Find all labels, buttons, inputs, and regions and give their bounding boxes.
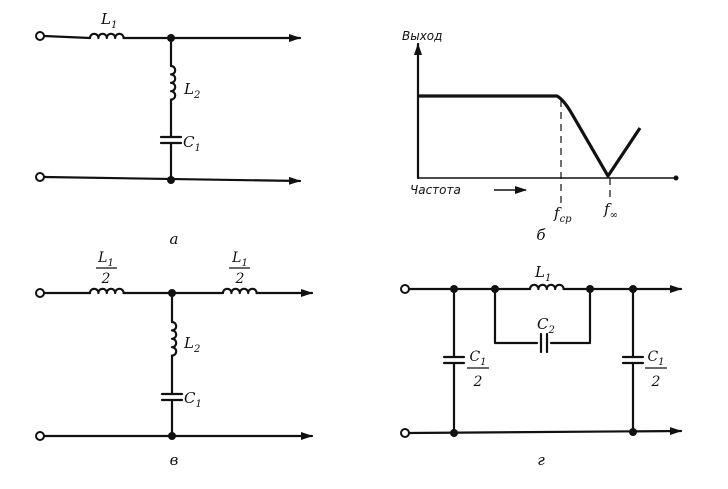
label-f-cutoff: fср — [553, 204, 572, 225]
svg-text:L1: L1 — [97, 250, 114, 269]
input-terminal-bottom — [35, 431, 45, 441]
capacitor-c2 — [539, 332, 549, 354]
panel-g: L1 C2 C1 2 C1 2 г — [400, 263, 683, 469]
label-c1: C1 — [184, 389, 202, 410]
label-c1-half-left: C1 2 — [467, 349, 489, 390]
input-terminal-bottom — [35, 172, 45, 182]
panel-a: L1 L2 C1 а — [35, 10, 302, 248]
label-l1-half-right: L1 2 — [229, 250, 250, 287]
svg-text:2: 2 — [235, 271, 245, 287]
y-axis-label: Выход — [402, 29, 442, 43]
svg-text:C1: C1 — [469, 349, 486, 368]
label-c2: C2 — [537, 315, 555, 336]
panel-b: Выход Частота fср f∞ б — [402, 29, 679, 244]
x-axis-end-dot — [673, 175, 679, 181]
svg-text:2: 2 — [101, 271, 111, 287]
inductor-l1-half-right — [221, 287, 258, 295]
svg-text:2: 2 — [651, 374, 661, 390]
x-axis-label: Частота — [410, 183, 461, 197]
inductor-l1 — [88, 32, 125, 40]
input-terminal-top — [400, 284, 410, 294]
svg-text:L1: L1 — [231, 250, 248, 269]
wire — [493, 287, 539, 345]
inductor-l1 — [528, 283, 565, 291]
label-l2: L2 — [183, 80, 200, 101]
input-terminal-top — [35, 288, 45, 298]
label-f-infinity: f∞ — [603, 200, 618, 221]
svg-text:2: 2 — [473, 374, 483, 390]
caption-a: а — [170, 230, 179, 248]
label-l1-half-left: L1 2 — [96, 250, 117, 287]
inductor-l2 — [169, 64, 177, 101]
panel-v: L1 2 L1 2 L2 C1 в — [35, 250, 314, 469]
label-l1: L1 — [534, 263, 551, 284]
label-l2: L2 — [183, 334, 200, 355]
caption-g: г — [537, 451, 545, 469]
inductor-l2 — [170, 320, 178, 357]
wire — [549, 287, 592, 345]
label-l1: L1 — [100, 10, 117, 31]
svg-text:C1: C1 — [647, 349, 664, 368]
inductor-l1-half-left — [88, 287, 125, 295]
input-terminal-bottom — [400, 428, 410, 438]
output-wire-bottom — [42, 175, 302, 185]
response-curve — [418, 94, 642, 178]
wire — [42, 34, 92, 40]
caption-v: в — [170, 451, 179, 469]
label-c1-half-right: C1 2 — [645, 349, 667, 390]
caption-b: б — [536, 226, 546, 244]
input-terminal-top — [35, 31, 45, 41]
label-c1: C1 — [183, 133, 201, 154]
output-wire-bottom — [407, 427, 683, 436]
